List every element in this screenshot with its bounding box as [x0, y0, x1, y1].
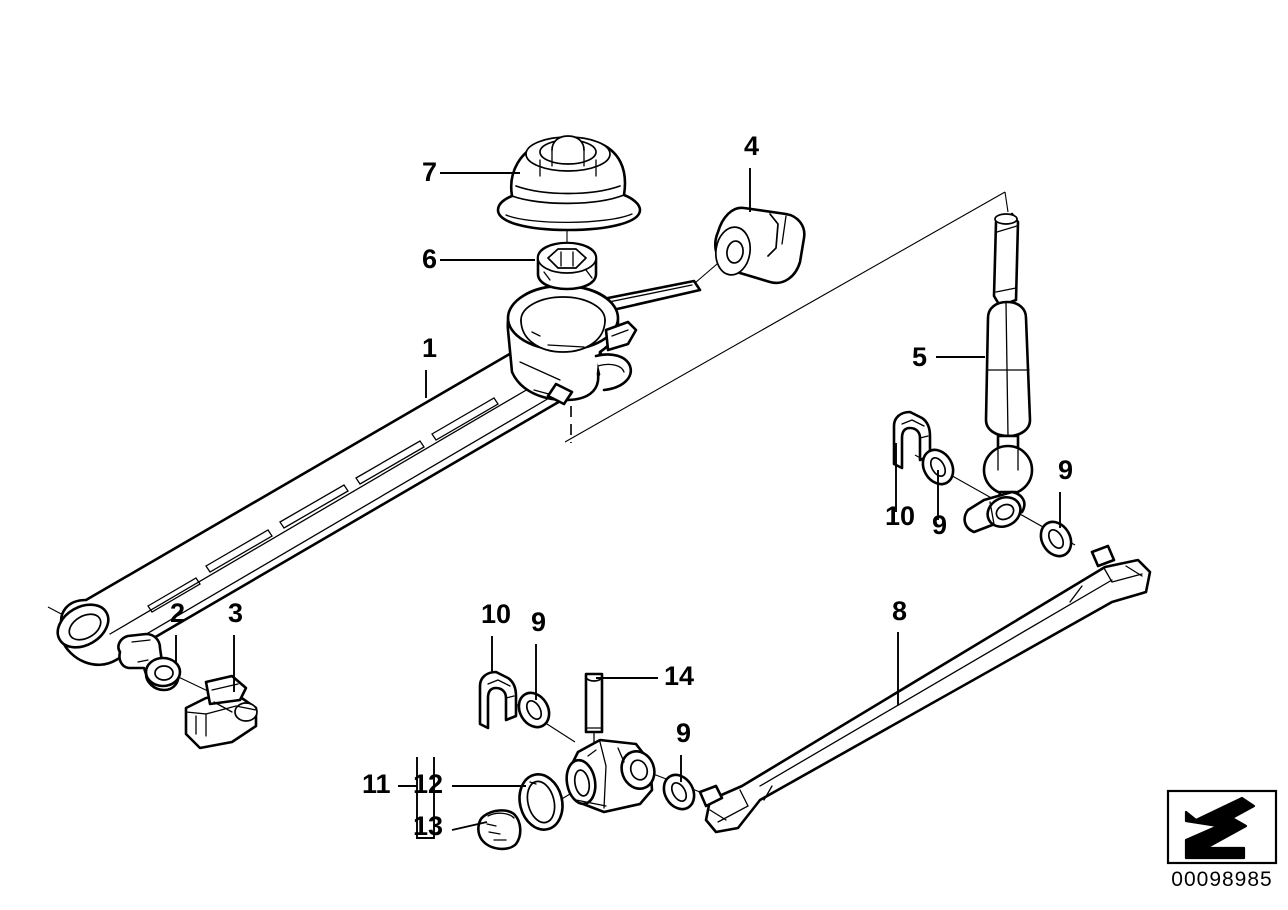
lever-socket	[506, 284, 638, 406]
part-bracket-fork[interactable]	[184, 674, 258, 750]
part-end-cap[interactable]	[477, 809, 522, 851]
callout-number-2[interactable]: 2	[170, 598, 185, 628]
part-joint-housing[interactable]	[563, 738, 659, 814]
callout-number-9a[interactable]: 9	[932, 510, 947, 540]
callout-number-4[interactable]: 4	[744, 131, 759, 161]
callout-number-8[interactable]: 8	[892, 596, 907, 626]
diagram-id-number: 00098985	[1171, 868, 1272, 891]
part-washer-9a[interactable]	[917, 444, 959, 489]
part-washer-9d[interactable]	[658, 769, 700, 814]
callout-number-3[interactable]: 3	[228, 598, 243, 628]
part-shift-lever-arm[interactable]	[50, 279, 702, 666]
callout-number-9d[interactable]: 9	[676, 718, 691, 748]
callout-number-6[interactable]: 6	[422, 244, 437, 274]
callout-number-9c[interactable]: 9	[531, 607, 546, 637]
callout-number-11[interactable]: 11	[362, 769, 391, 799]
callout-leaders	[175, 168, 1061, 839]
arrow-icon	[1184, 796, 1256, 860]
part-bearing-shell[interactable]	[536, 241, 598, 291]
callout-number-10b[interactable]: 10	[481, 599, 511, 629]
part-connecting-rod[interactable]	[698, 544, 1152, 834]
callout-number-14[interactable]: 14	[664, 661, 694, 691]
part-retaining-clip-lower[interactable]	[478, 670, 518, 730]
callout-number-10a[interactable]: 10	[885, 501, 915, 531]
leader-line-11	[398, 757, 435, 839]
part-damper-bushing[interactable]	[713, 206, 806, 285]
part-rubber-boot[interactable]	[496, 135, 642, 232]
part-sealing-ring[interactable]	[514, 770, 568, 834]
footer-logo-block: 00098985	[1166, 789, 1278, 891]
part-bushing[interactable]	[117, 632, 182, 692]
leader-line-13	[451, 821, 488, 831]
callout-number-12[interactable]: 12	[413, 769, 443, 799]
callout-number-5[interactable]: 5	[912, 342, 927, 372]
callout-number-9b[interactable]: 9	[1058, 455, 1073, 485]
part-washer-9c[interactable]	[513, 687, 555, 732]
part-roll-pin[interactable]	[584, 672, 604, 734]
callout-number-7[interactable]: 7	[422, 157, 437, 187]
callout-number-13[interactable]: 13	[413, 811, 443, 841]
part-selector-rod[interactable]	[963, 212, 1034, 534]
part-washer-9b[interactable]	[1035, 516, 1077, 561]
callout-number-1[interactable]: 1	[422, 333, 437, 363]
